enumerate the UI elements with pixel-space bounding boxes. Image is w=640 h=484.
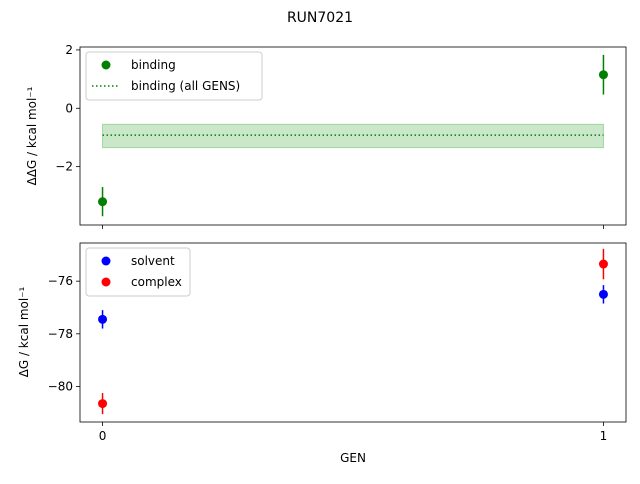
legend-box (85, 247, 191, 297)
binding-ytick-label: 2 (65, 43, 73, 57)
figure-title: RUN7021 (287, 10, 353, 26)
binding-panel-frame (79, 46, 627, 226)
solvent-complex-xtick-label: 1 (600, 429, 608, 443)
x-axis-label: GEN (340, 451, 366, 465)
binding-ytick-label: −2 (55, 160, 73, 174)
binding-ytick-label: 0 (65, 101, 73, 115)
legend-marker (101, 60, 111, 70)
legend-label: binding (all GENS) (131, 79, 240, 93)
solvent-complex-xtick-label: 0 (99, 429, 107, 443)
reference-uncertainty-band (102, 123, 604, 149)
complex-point (598, 259, 608, 269)
solvent-complex-panel-ylabel: ΔG / kcal mol⁻¹ (17, 286, 31, 377)
binding-point (598, 70, 608, 80)
legend-box (85, 51, 263, 101)
legend-label: binding (131, 58, 176, 72)
solvent-point (98, 314, 108, 324)
solvent-complex-ytick-label: −76 (48, 274, 73, 288)
binding-panel-ylabel: ΔΔG / kcal mol⁻¹ (25, 86, 39, 185)
solvent-complex-ytick-label: −80 (48, 379, 73, 393)
complex-point (98, 399, 108, 409)
binding-legend: binding binding (all GENS) (85, 51, 263, 101)
legend-label: complex (131, 275, 182, 289)
solvent-complex-panel-frame (79, 242, 627, 423)
solvent-complex-legend: solvent complex (85, 247, 191, 297)
legend-marker (101, 256, 111, 266)
legend-marker (101, 277, 111, 287)
binding-panel: ΔΔG / kcal mol⁻¹ 2 0 −2 binding binding (all… (25, 43, 627, 229)
solvent-point (598, 289, 608, 299)
legend-label: solvent (131, 254, 175, 268)
solvent-complex-ytick-label: −78 (48, 327, 73, 341)
binding-point (98, 197, 108, 207)
solvent-complex-panel: ΔG / kcal mol⁻¹ −76 −78 −80 0 1 solvent comple… (17, 242, 627, 443)
